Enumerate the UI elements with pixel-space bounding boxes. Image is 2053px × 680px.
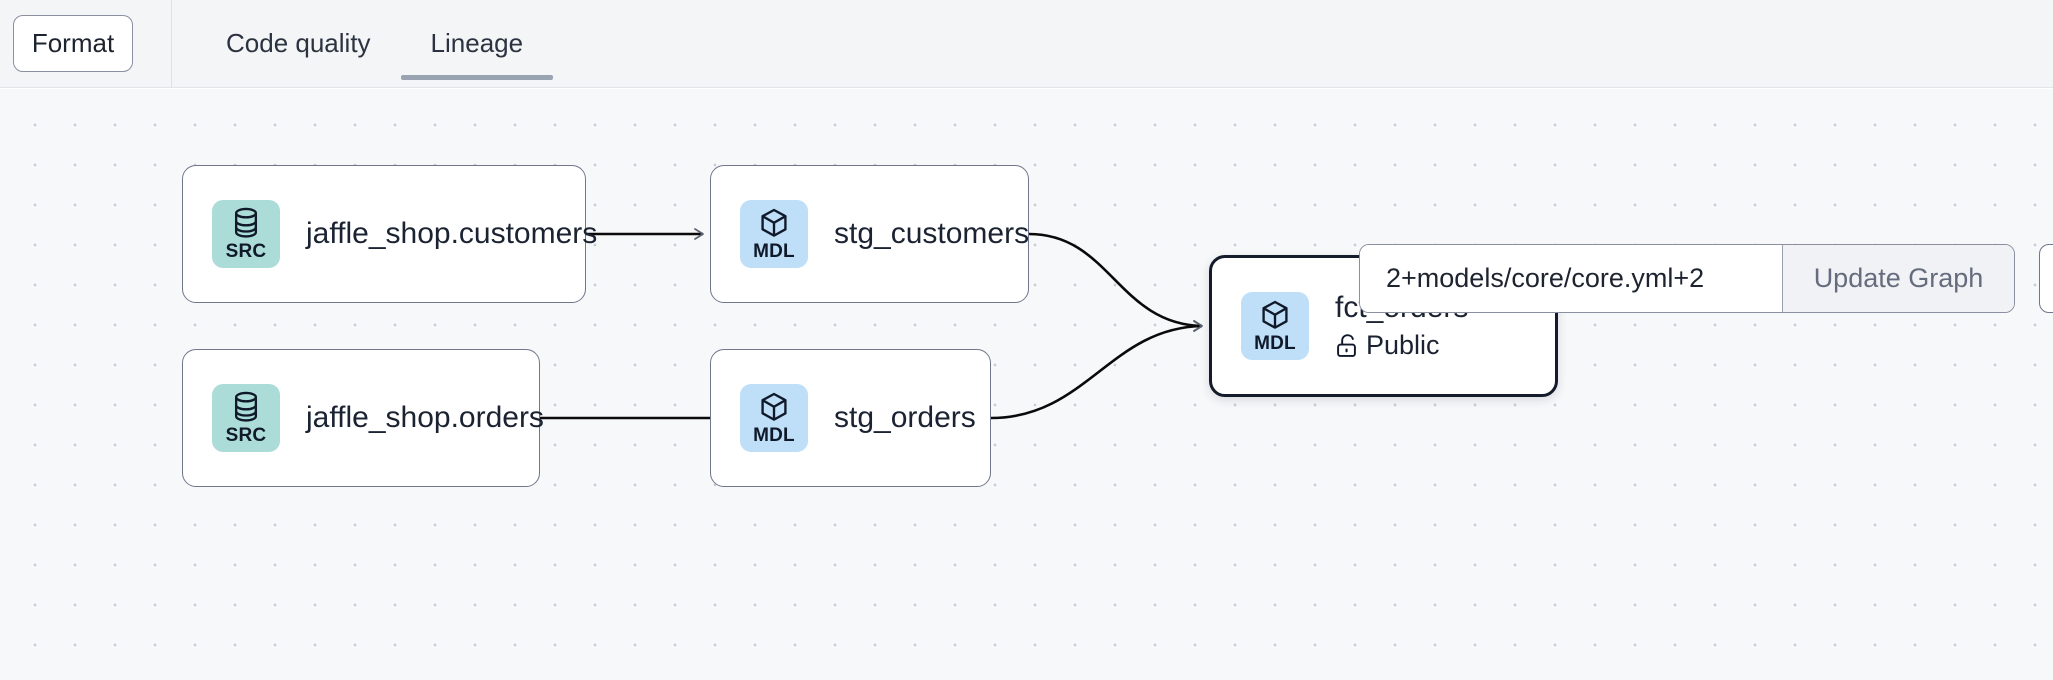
node-title: stg_customers	[834, 216, 1030, 250]
tab-code-quality[interactable]: Code quality	[196, 0, 401, 88]
node-body: stg_customers	[834, 217, 1029, 252]
graph-selector-group: Update Graph	[1359, 244, 2015, 313]
node-title: jaffle_shop.orders	[306, 400, 544, 434]
lineage-canvas[interactable]: SRC jaffle_shop.customers MDL stg_custom…	[0, 89, 2053, 680]
node-title: jaffle_shop.customers	[306, 216, 598, 250]
canvas-side-control[interactable]	[2039, 244, 2053, 313]
format-button[interactable]: Format	[13, 15, 133, 72]
node-visibility-label: Public	[1366, 329, 1440, 360]
edge-stgorders-to-fct	[990, 320, 1203, 420]
tab-code-quality-label: Code quality	[226, 28, 371, 58]
node-body: jaffle_shop.customers	[306, 217, 597, 252]
node-badge-mdl: MDL	[1241, 292, 1309, 360]
node-badge-src: SRC	[212, 384, 280, 452]
node-jaffle-shop-orders[interactable]: SRC jaffle_shop.orders	[182, 349, 544, 487]
node-badge-label: MDL	[753, 240, 795, 262]
node-badge-label: MDL	[753, 424, 795, 446]
node-badge-label: MDL	[1254, 332, 1296, 354]
graph-selector-input[interactable]	[1360, 245, 1782, 312]
toolbar-header: Format Code quality Lineage	[0, 0, 2053, 88]
tab-lineage-label: Lineage	[430, 28, 524, 58]
header-divider	[171, 0, 172, 88]
tab-bar: Code quality Lineage	[172, 0, 553, 88]
tab-lineage[interactable]: Lineage	[400, 0, 554, 88]
database-icon	[234, 391, 258, 422]
database-icon	[234, 207, 258, 238]
format-button-label: Format	[31, 28, 115, 58]
cube-icon	[761, 392, 787, 421]
node-badge-mdl: MDL	[740, 384, 808, 452]
node-body: stg_orders	[834, 401, 976, 436]
update-graph-button[interactable]: Update Graph	[1782, 245, 2014, 312]
node-body: jaffle_shop.orders	[306, 401, 544, 436]
node-badge-label: SRC	[225, 425, 267, 446]
node-stg-orders[interactable]: MDL stg_orders	[710, 349, 991, 487]
node-visibility: Public	[1335, 330, 1468, 361]
node-jaffle-shop-customers[interactable]: SRC jaffle_shop.customers	[182, 165, 597, 303]
node-badge-src: SRC	[212, 200, 280, 268]
node-badge-mdl: MDL	[740, 200, 808, 268]
node-title: stg_orders	[834, 400, 976, 434]
unlock-icon	[1337, 333, 1356, 357]
cube-icon	[1262, 300, 1288, 329]
cube-icon	[761, 208, 787, 237]
node-badge-label: SRC	[225, 241, 267, 262]
node-stg-customers[interactable]: MDL stg_customers	[710, 165, 1029, 303]
edge-stgcustomers-to-fct	[1028, 232, 1203, 332]
